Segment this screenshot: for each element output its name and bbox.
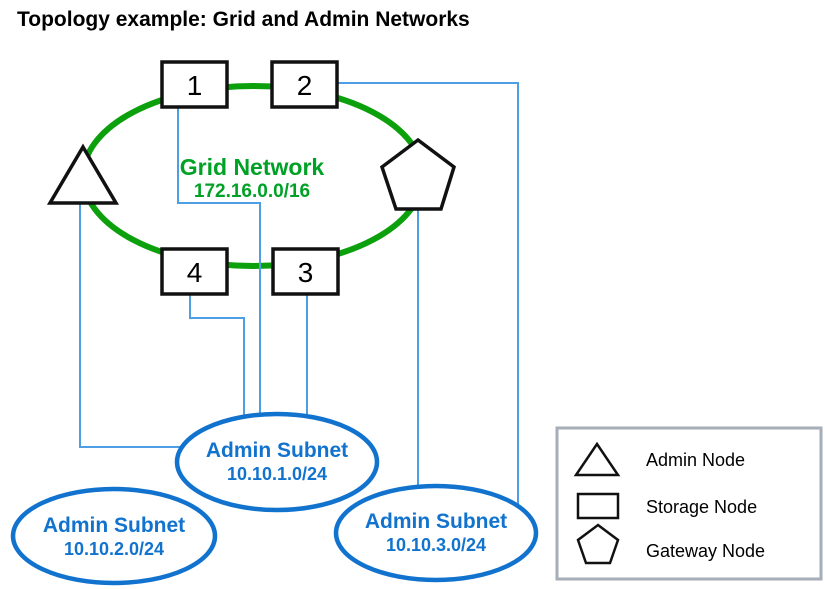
admin-node-triangle (46, 143, 120, 205)
storage-node-4-box (160, 247, 229, 296)
connection-line-node1-subnet1 (177, 107, 261, 416)
grid-network-cidr: 172.16.0.0/16 (194, 181, 310, 202)
admin-subnet-2-label: Admin Subnet (43, 514, 185, 537)
legend-item-gateway-node-label: Gateway Node (646, 541, 765, 561)
storage-node-2-box (270, 60, 339, 109)
admin-subnet-1-ellipse (174, 411, 380, 513)
admin-subnet-2: Admin Subnet 10.10.2.0/24 (10, 486, 218, 586)
legend: Admin Node Storage Node Gateway Node (555, 426, 823, 581)
admin-subnet-2-ellipse (10, 486, 218, 586)
storage-node-4: 4 (160, 247, 229, 296)
legend-item-admin-node: Admin Node (573, 441, 745, 477)
connection-line-node4-subnet1 (189, 291, 245, 417)
storage-node-1-box (160, 60, 229, 109)
page-title: Topology example: Grid and Admin Network… (17, 8, 470, 31)
storage-node-1-label: 1 (187, 70, 203, 101)
pentagon-icon (576, 523, 620, 565)
admin-subnet-1-cidr: 10.10.1.0/24 (227, 464, 327, 484)
storage-node-2-label: 2 (297, 70, 313, 101)
storage-node-3: 3 (271, 247, 340, 296)
storage-node-3-label: 3 (298, 257, 314, 288)
connection-line-node2-subnet3 (337, 82, 519, 506)
square-icon (576, 492, 620, 520)
admin-subnet-3: Admin Subnet 10.10.3.0/24 (333, 483, 539, 583)
legend-item-admin-node-label: Admin Node (646, 450, 745, 470)
triangle-icon (573, 441, 621, 477)
connection-line-admin-subnet1 (79, 204, 183, 448)
legend-item-storage-node: Storage Node (576, 492, 757, 520)
storage-node-3-box (271, 247, 340, 296)
admin-subnet-3-cidr: 10.10.3.0/24 (386, 535, 486, 555)
admin-subnet-1-label: Admin Subnet (206, 439, 348, 462)
admin-subnet-3-label: Admin Subnet (365, 510, 507, 533)
storage-node-2: 2 (270, 60, 339, 109)
storage-node-4-label: 4 (187, 257, 203, 288)
legend-item-storage-node-label: Storage Node (646, 497, 757, 517)
grid-network-label: Grid Network (180, 154, 325, 180)
admin-subnet-1: Admin Subnet 10.10.1.0/24 (174, 411, 380, 513)
admin-subnet-2-cidr: 10.10.2.0/24 (64, 539, 164, 559)
admin-subnet-3-ellipse (333, 483, 539, 583)
legend-item-gateway-node: Gateway Node (576, 523, 765, 565)
storage-node-1: 1 (160, 60, 229, 109)
gateway-node-pentagon (379, 137, 457, 211)
